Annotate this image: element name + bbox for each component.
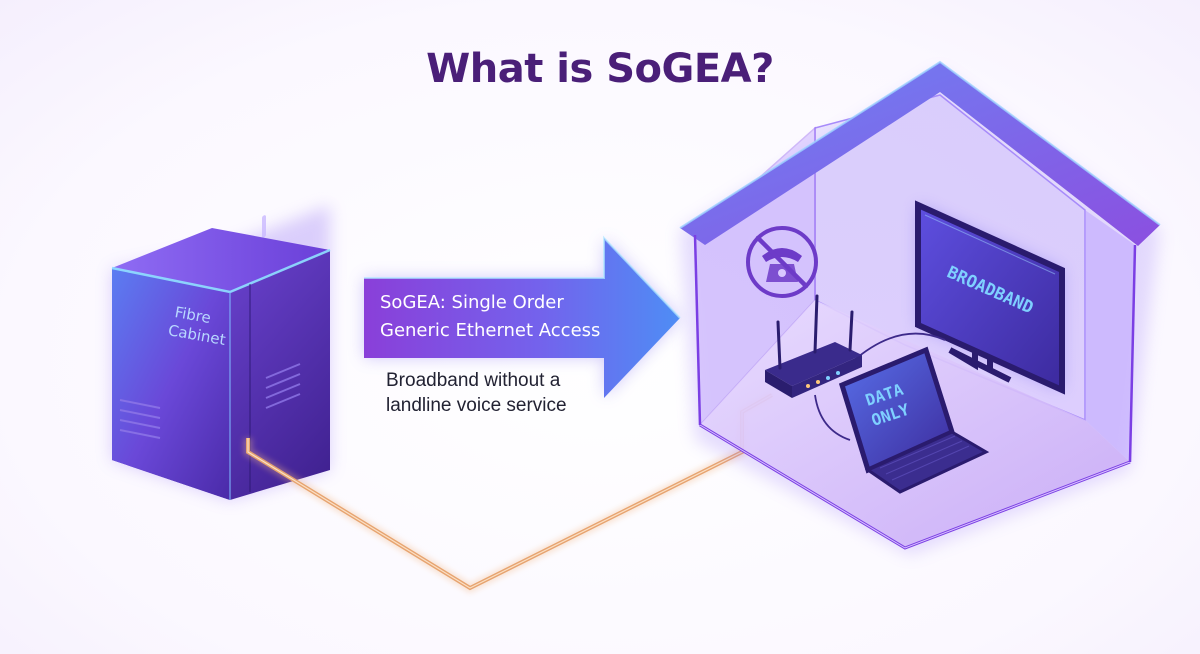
no-landline-phone-icon <box>746 226 818 298</box>
fibre-cabinet: Fibre Cabinet <box>111 205 331 500</box>
router-cables <box>814 332 946 441</box>
description-line1: Broadband without a <box>386 370 561 391</box>
sogea-arrow: SoGEA: Single Order Generic Ethernet Acc… <box>364 235 681 398</box>
page-title: What is SoGEA? <box>426 46 774 92</box>
sogea-description: Broadband without a landline voice servi… <box>386 368 567 418</box>
arrow-label-line2: Generic Ethernet Access <box>380 320 600 341</box>
arrow-label-line1: SoGEA: Single Order <box>380 292 564 313</box>
description-line2: landline voice service <box>386 395 567 416</box>
broadband-tv: BROADBAND <box>915 200 1065 395</box>
laptop: DATA ONLY <box>838 346 990 494</box>
router <box>765 294 862 398</box>
cabinet-vent <box>119 363 301 439</box>
